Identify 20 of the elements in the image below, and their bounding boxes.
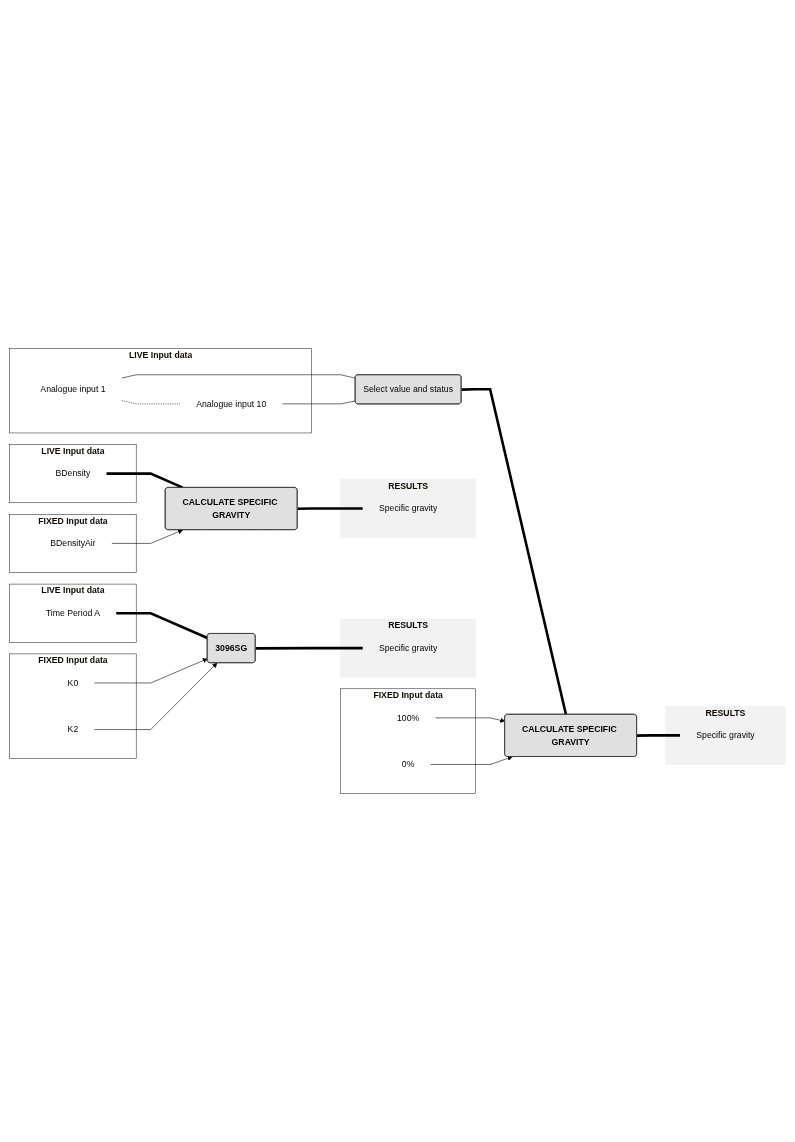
node-text: BDensityAir bbox=[50, 537, 96, 548]
connector bbox=[461, 387, 568, 715]
node-text: Specific gravity bbox=[696, 729, 755, 740]
connector bbox=[255, 646, 363, 650]
node-text: BDensity bbox=[55, 468, 91, 479]
node-text: Analogue input 10 bbox=[196, 398, 267, 409]
node-text: K0 bbox=[67, 677, 79, 688]
connector bbox=[121, 374, 356, 379]
node-text: Specific gravity bbox=[378, 503, 438, 513]
node-text: 100% bbox=[397, 712, 420, 723]
node-text: Time Period A bbox=[45, 607, 101, 618]
connector bbox=[116, 611, 208, 640]
connector bbox=[106, 472, 184, 489]
node-text: 0% bbox=[401, 759, 415, 769]
node-text: Analogue input 1 bbox=[40, 383, 106, 394]
connector bbox=[636, 733, 681, 737]
node-text: K2 bbox=[67, 724, 79, 734]
node-text: Specific gravity bbox=[378, 642, 438, 653]
connector bbox=[297, 507, 363, 510]
connector bbox=[282, 400, 356, 405]
